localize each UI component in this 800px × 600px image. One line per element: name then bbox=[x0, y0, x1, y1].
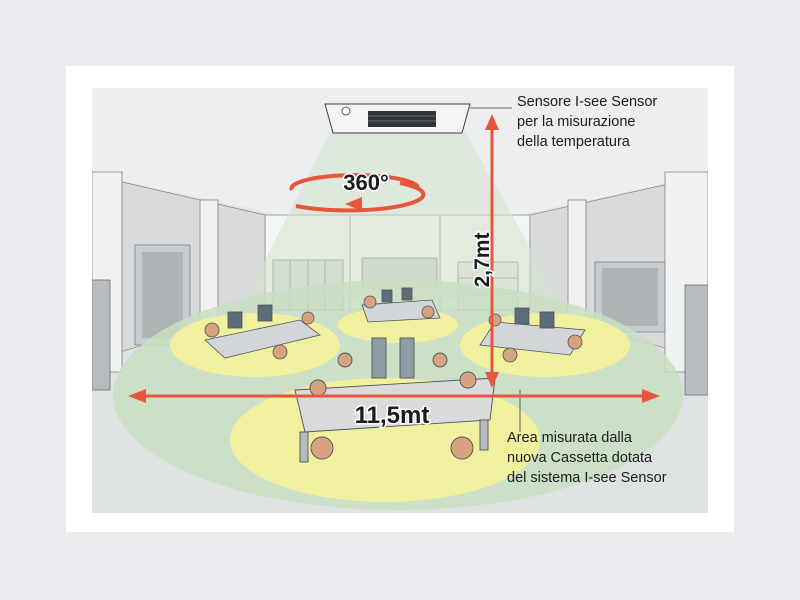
rotation-label: 360° bbox=[343, 170, 389, 195]
area-callout-line-3: del sistema I-see Sensor bbox=[507, 470, 667, 486]
area-callout-line-1: Area misurata dalla bbox=[507, 430, 632, 446]
area-callout-line-2: nuova Cassetta dotata bbox=[507, 450, 653, 466]
sensor-callout-line-2: per la misurazione bbox=[517, 114, 636, 130]
office-illustration: 360° 2,7mt 11,5mt bbox=[92, 88, 708, 513]
area-callout: Area misurata dalla nuova Cassetta dotat… bbox=[507, 428, 667, 488]
sensor-callout-line-3: della temperatura bbox=[517, 134, 630, 150]
height-arrow bbox=[485, 114, 499, 388]
sensor-callout-line-1: Sensore I-see Sensor bbox=[517, 94, 658, 110]
sensor-callout: Sensore I-see Sensor per la misurazione … bbox=[517, 92, 657, 152]
sensor-cone bbox=[245, 132, 560, 300]
ceiling-cassette-unit bbox=[324, 103, 471, 134]
rotation-arrow bbox=[289, 173, 426, 213]
desk-cluster-front bbox=[294, 337, 496, 463]
width-arrow bbox=[128, 389, 660, 403]
height-label: 2,7mt bbox=[471, 233, 494, 288]
desk-cluster-left bbox=[204, 304, 321, 360]
sensor-icon bbox=[341, 106, 351, 116]
width-label: 11,5mt bbox=[355, 402, 430, 429]
desk-cluster-back bbox=[361, 287, 441, 323]
